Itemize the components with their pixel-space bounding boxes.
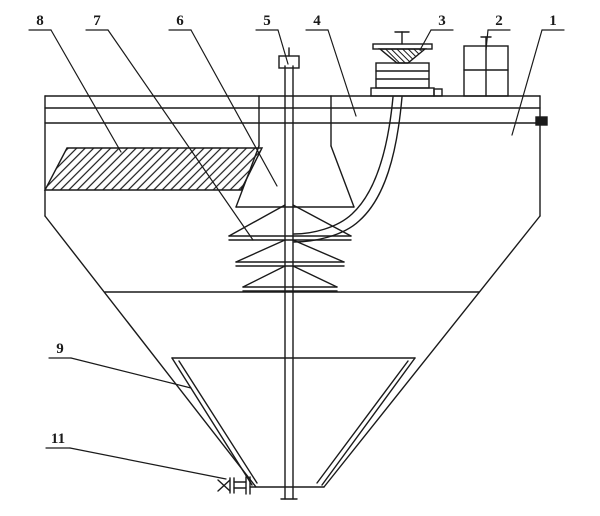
deck-cleat: [433, 88, 443, 97]
tier1-right-slant: [292, 204, 352, 237]
drive-base: [370, 87, 435, 97]
callout-3-leader: [419, 29, 432, 51]
callout-5: [255, 29, 289, 65]
drive-hatch-cone: [378, 48, 427, 64]
funnel-right-outer: [321, 357, 416, 486]
callout-leaders: [28, 29, 565, 480]
feed-pipe: [293, 96, 403, 243]
callout-2-label: 2: [495, 13, 503, 29]
callout-1-label: 1: [549, 13, 557, 29]
distributor-cones: [228, 204, 352, 292]
wall-bracket: [535, 116, 548, 126]
callout-5-label: 5: [263, 13, 271, 29]
callout-2-leader: [485, 29, 489, 51]
feed-pipe-inner: [293, 96, 403, 243]
feed-pipe-outer: [293, 96, 394, 235]
tank-cone-left: [44, 215, 257, 488]
funnel-right-inner: [316, 360, 409, 484]
callout-2: [485, 29, 511, 51]
callout-11-label: 11: [51, 431, 65, 447]
tier3-left-slant: [242, 265, 286, 288]
callout-9-leader: [70, 357, 192, 389]
feedwell-flare-left: [235, 145, 260, 208]
callout-4: [305, 29, 357, 117]
tier3-right-slant: [292, 265, 338, 288]
tier1-left-slant: [228, 204, 286, 237]
callout-8-leader: [50, 29, 122, 153]
callout-7-leader: [107, 29, 254, 241]
shaft-gland: [278, 55, 300, 69]
feedwell: [235, 95, 355, 208]
callout-6: [168, 29, 278, 187]
callout-labels: 8 7 6 5 4 3 2 1 9 11: [36, 13, 557, 447]
tier2-left-slant: [235, 239, 286, 263]
feedwell-flare-right: [330, 145, 355, 208]
drawing-root: [28, 29, 565, 500]
callout-7: [85, 29, 254, 241]
callout-4-label: 4: [313, 13, 321, 29]
drain-valve: [217, 476, 251, 495]
callout-4-leader: [327, 29, 357, 117]
drive-unit: [370, 31, 435, 97]
callout-9: [48, 357, 192, 389]
callout-6-label: 6: [176, 13, 184, 29]
callout-8: [28, 29, 122, 153]
center-shaft: [278, 47, 300, 500]
callout-3: [419, 29, 454, 51]
callout-9-label: 9: [56, 341, 64, 357]
callout-3-label: 3: [438, 13, 446, 29]
callout-7-label: 7: [93, 13, 101, 29]
tank-cone-right: [323, 215, 541, 488]
callout-11: [45, 447, 227, 480]
valve-handle-2: [217, 479, 231, 492]
callout-1-leader: [511, 29, 543, 136]
callout-1: [511, 29, 565, 136]
tier2-right-slant: [292, 239, 345, 263]
hatched-plate: [43, 147, 264, 191]
callout-8-label: 8: [36, 13, 44, 29]
funnel-left-outer: [171, 357, 253, 486]
drive-body: [375, 62, 430, 89]
callout-6-leader: [190, 29, 278, 187]
callout-11-leader: [69, 447, 227, 480]
funnel-left-inner: [178, 360, 258, 484]
callout-5-leader: [277, 29, 289, 65]
